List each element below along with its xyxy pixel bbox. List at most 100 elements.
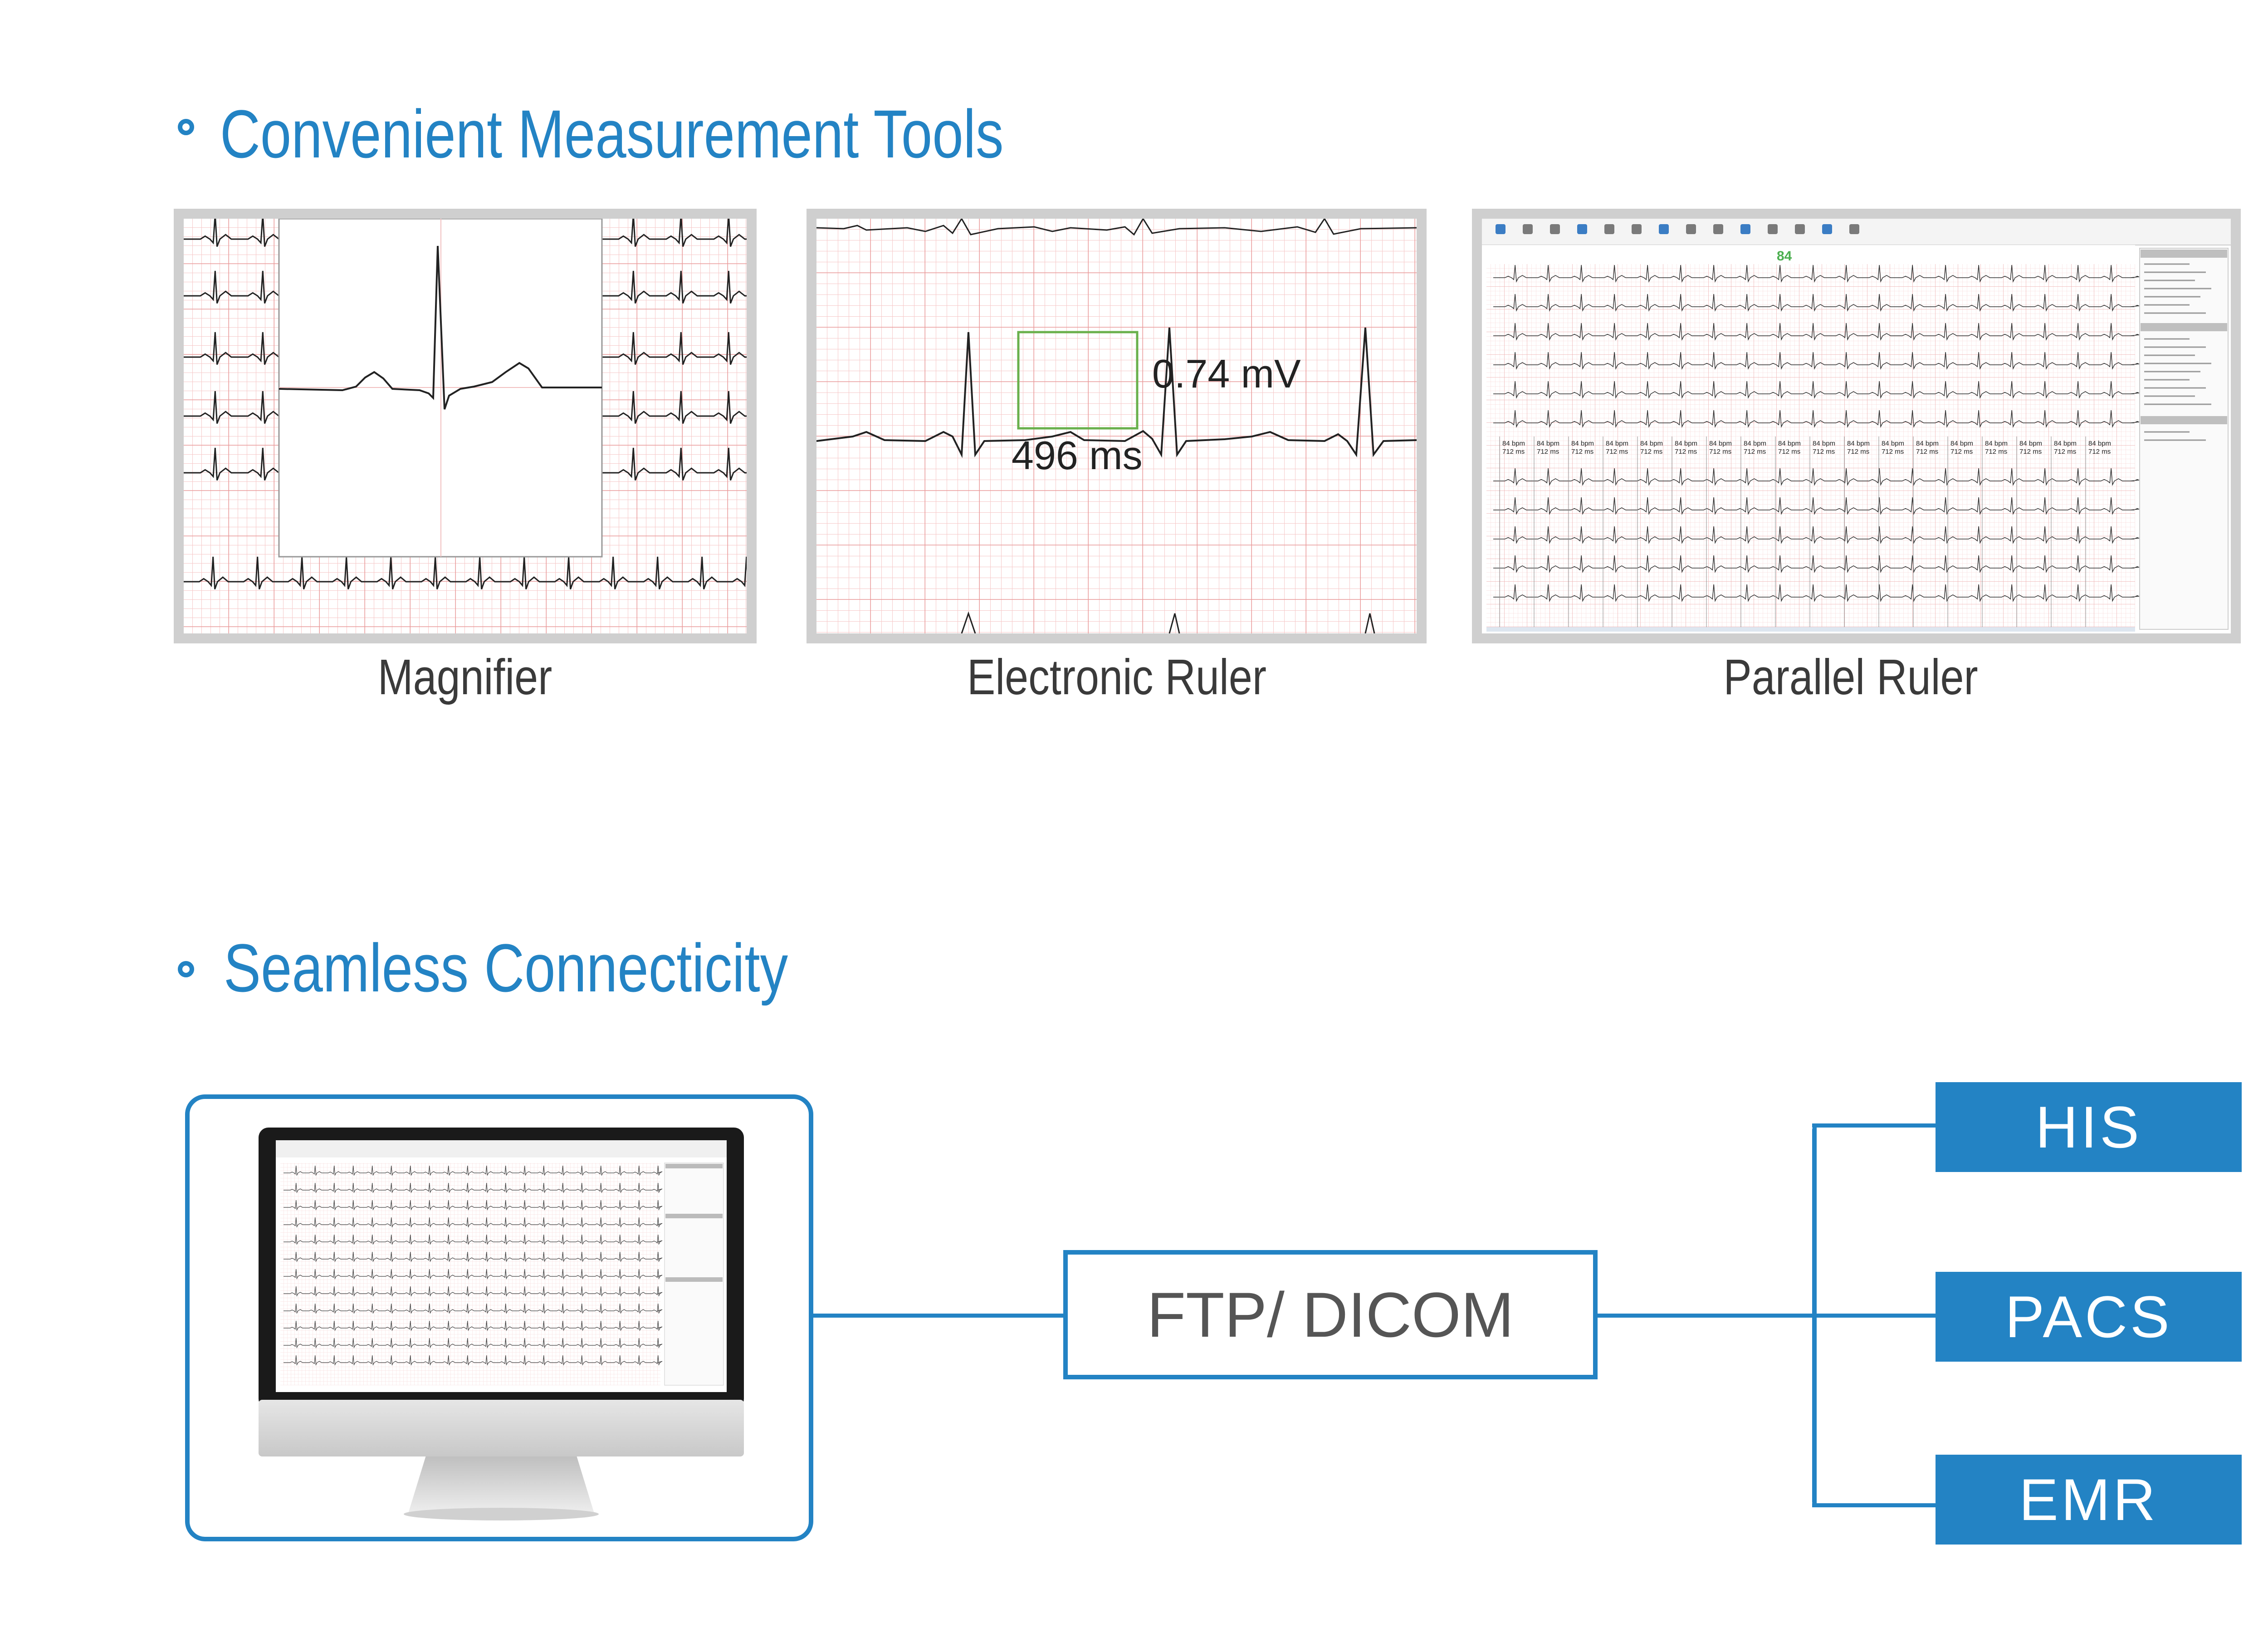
ecg-trace [1493, 584, 2152, 603]
ecg-trace [184, 332, 279, 365]
ecg-trace [284, 1286, 663, 1297]
toolbar-icon [1632, 224, 1642, 234]
rr-cell-rate: 84 bpm [1847, 440, 1870, 447]
rr-cell-interval: 712 ms [1882, 448, 1904, 456]
bullet-icon [178, 119, 194, 135]
electronic-ruler-ecg-image: 0.74 mV 496 ms [816, 219, 1417, 633]
toolbar-icon [1577, 224, 1587, 234]
magnifier-ecg-image [184, 219, 747, 633]
duration-readout: 496 ms [1012, 433, 1143, 478]
ecg-trace [284, 1355, 663, 1366]
rr-cell-interval: 712 ms [1847, 448, 1869, 456]
ecg-trace [1493, 265, 2152, 283]
rr-cell-rate: 84 bpm [1571, 440, 1594, 447]
ecg-trace [284, 1234, 663, 1245]
ecg-trace [602, 219, 747, 247]
rr-cell-interval: 712 ms [1916, 448, 1938, 456]
toolbar-icon [1713, 224, 1723, 234]
monitor-icon [259, 1128, 744, 1520]
link-monitor-hub [813, 1314, 1063, 1318]
ecg-trace [1493, 410, 2152, 428]
rr-cell-rate: 84 bpm [1813, 440, 1835, 447]
rr-cell-interval: 712 ms [2019, 448, 2042, 456]
ecg-trace [1493, 468, 2152, 486]
rr-cell-rate: 84 bpm [2019, 440, 2042, 447]
ecg-trace [1493, 497, 2152, 515]
ecg-trace [602, 391, 747, 424]
rr-cell-rate: 84 bpm [1985, 440, 2008, 447]
emr-box: EMR [1936, 1455, 2242, 1545]
electronic-ruler-caption: Electronic Ruler [967, 649, 1266, 705]
rr-cell-interval: 712 ms [2088, 448, 2111, 456]
rr-cell-interval: 712 ms [1709, 448, 1731, 456]
his-label: HIS [2035, 1094, 2142, 1160]
ecg-trace [284, 1269, 663, 1280]
rr-cell-rate: 84 bpm [1606, 440, 1628, 447]
rr-cell-rate: 84 bpm [1950, 440, 1973, 447]
ecg-trace [284, 1182, 663, 1193]
toolbar-icon [1604, 224, 1614, 234]
rr-cell-interval: 712 ms [1675, 448, 1697, 456]
rr-cell-rate: 84 bpm [1778, 440, 1801, 447]
ecg-trace [284, 1338, 663, 1349]
link-his [1812, 1123, 1936, 1128]
rr-cell-rate: 84 bpm [1640, 440, 1663, 447]
ecg-trace [1493, 352, 2152, 370]
toolbar-icon [1740, 224, 1750, 234]
toolbar-icon [1686, 224, 1696, 234]
ecg-trace [284, 1165, 663, 1176]
toolbar-icon [1523, 224, 1533, 234]
ecg-trace [284, 1320, 663, 1331]
rr-cell-rate: 84 bpm [2054, 440, 2077, 447]
rr-cell-rate: 84 bpm [1916, 440, 1939, 447]
ecg-trace [284, 1251, 663, 1262]
bullet-icon [178, 961, 194, 977]
toolbar-icon [1849, 224, 1859, 234]
rr-cell-rate: 84 bpm [2088, 440, 2111, 447]
ecg-trace [602, 270, 747, 304]
toolbar-icon [1550, 224, 1560, 234]
ecg-trace [1493, 526, 2152, 544]
rr-cell-interval: 712 ms [1985, 448, 2007, 456]
toolbar-icon [1496, 224, 1505, 234]
rr-cell-interval: 712 ms [1813, 448, 1835, 456]
his-box: HIS [1936, 1082, 2242, 1172]
ecg-trace [184, 219, 279, 247]
ecg-trace [602, 447, 747, 481]
ecg-trace [1493, 381, 2152, 399]
ecg-trace [284, 1217, 663, 1228]
rr-cell-rate: 84 bpm [1882, 440, 1904, 447]
rr-cell-interval: 712 ms [1640, 448, 1662, 456]
link-emr [1812, 1503, 1936, 1507]
rr-cell-interval: 712 ms [2054, 448, 2076, 456]
rr-cell-interval: 712 ms [1778, 448, 1800, 456]
ecg-trace [284, 1200, 663, 1211]
toolbar-icon [1659, 224, 1669, 234]
pacs-label: PACS [2005, 1284, 2172, 1350]
ecg-trace [184, 270, 279, 304]
link-hub-branch [1598, 1314, 1815, 1318]
ecg-trace [184, 391, 279, 424]
rr-cell-interval: 712 ms [1502, 448, 1525, 456]
rr-cell-rate: 84 bpm [1537, 440, 1559, 447]
ecg-trace [284, 1303, 663, 1314]
rr-cell-interval: 712 ms [1537, 448, 1559, 456]
section-title-measurement: Convenient Measurement Tools [220, 96, 1004, 172]
ecg-trace [1493, 323, 2152, 341]
ecg-trace [184, 556, 747, 590]
magnifier-caption: Magnifier [377, 649, 552, 705]
ecg-trace [1493, 555, 2152, 574]
emr-label: EMR [2019, 1466, 2158, 1533]
parallel-ruler-caption: Parallel Ruler [1723, 649, 1978, 705]
rr-cell-rate: 84 bpm [1709, 440, 1732, 447]
ecg-trace [602, 332, 747, 365]
rr-cell-rate: 84 bpm [1502, 440, 1525, 447]
rr-cell-rate: 84 bpm [1675, 440, 1697, 447]
ecg-trace [184, 447, 279, 481]
link-pacs [1814, 1314, 1936, 1318]
rr-cell-interval: 712 ms [1606, 448, 1628, 456]
toolbar-icon [1822, 224, 1832, 234]
voltage-readout: 0.74 mV [1152, 351, 1301, 396]
rr-cell-interval: 712 ms [1744, 448, 1766, 456]
